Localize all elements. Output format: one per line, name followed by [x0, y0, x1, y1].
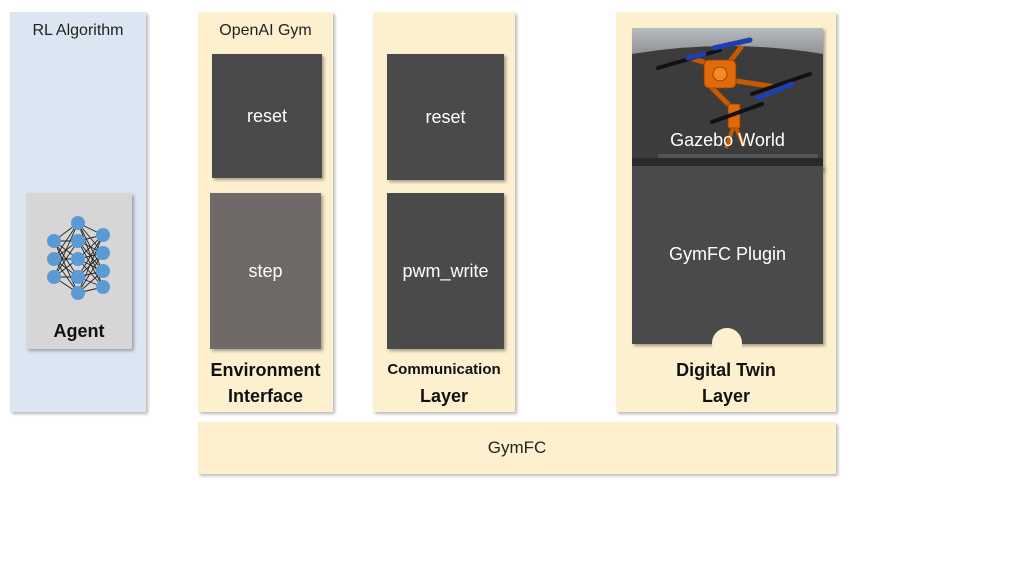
communication-layer-label-line2: Layer	[419, 386, 469, 406]
digital-twin-label-line2: Layer	[701, 386, 751, 406]
rl-algorithm-title: RL Algorithm	[32, 22, 124, 39]
env-reset-box: reset	[212, 54, 322, 178]
gazebo-world-box: Gazebo World	[632, 28, 823, 170]
neural-network-icon	[47, 216, 110, 300]
digital-twin-label-line1: Digital Twin	[676, 360, 776, 380]
digital-twin-panel: Gazebo World GymFC Plugin Digital Twin L…	[616, 12, 836, 412]
gymfc-bar: GymFC	[198, 422, 836, 474]
gymfc-plugin-box: GymFC Plugin	[632, 166, 823, 358]
environment-interface-panel: OpenAI Gym reset step Environment Interf…	[198, 12, 333, 412]
gymfc-bar-label: GymFC	[487, 438, 547, 457]
openai-gym-title: OpenAI Gym	[219, 22, 312, 39]
rl-algorithm-panel: RL Algorithm Agent	[10, 12, 146, 412]
gazebo-world-label: Gazebo World	[670, 130, 785, 150]
communication-layer-label: Communication Layer	[373, 357, 515, 409]
communication-layer-label-line1: Communication	[387, 361, 501, 378]
communication-layer-panel: reset pwm_write Communication Layer	[373, 12, 515, 412]
gymfc-plugin-label: GymFC Plugin	[668, 244, 787, 264]
gazebo-scene-image	[632, 28, 823, 170]
plugin-socket-notch	[712, 328, 742, 358]
environment-interface-label: Environment Interface	[198, 357, 333, 409]
agent-card: Agent	[26, 193, 132, 349]
digital-twin-layer-label: Digital Twin Layer	[616, 357, 836, 409]
agent-label: Agent	[53, 321, 105, 341]
comm-reset-box: reset	[387, 54, 504, 180]
pwm-write-box: pwm_write	[387, 193, 504, 349]
propellers	[656, 37, 812, 124]
env-step-box: step	[210, 193, 321, 349]
environment-interface-label-line1: Environment	[210, 360, 321, 380]
environment-interface-label-line2: Interface	[227, 386, 304, 406]
